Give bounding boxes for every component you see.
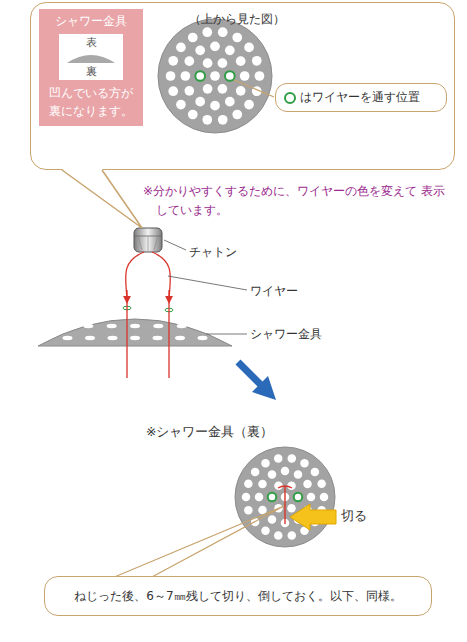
node-text: （上から見た図） <box>189 11 285 28</box>
leader-line <box>168 276 247 290</box>
instruction-box: ねじった後、6～7㎜残して切り、倒しておく。以下、同様。 <box>44 576 432 616</box>
cut-arrow <box>290 504 336 530</box>
leader-line <box>112 506 284 578</box>
green-circle-symbol <box>283 91 297 105</box>
leader-line <box>234 80 274 97</box>
callout-box: （上から見た図）シャワー金具表裏凹んでいる方が 裏になります。はワイヤーを通す位… <box>30 2 455 170</box>
leader-line <box>164 240 186 250</box>
part-label: シャワー金具 <box>250 325 322 343</box>
pink-panel: シャワー金具表裏凹んでいる方が 裏になります。 <box>39 9 143 126</box>
legend-note-box: はワイヤーを通す位置 <box>275 83 447 112</box>
node-text: 裏 <box>86 65 97 78</box>
node-text: 表 <box>86 36 97 49</box>
view-title: ※シャワー金具（裏） <box>146 423 273 442</box>
part-label: チャトン <box>189 243 237 261</box>
shower-plate-side <box>38 306 232 346</box>
shower-plate-top <box>158 19 272 133</box>
wire-twist <box>278 486 292 524</box>
wire <box>126 252 171 378</box>
node-text: ねじった後、6～7㎜残して切り、倒しておく。以下、同様。 <box>53 587 423 605</box>
dome-symbol <box>63 49 119 65</box>
node-text: 凹んでいる方が 裏になります。 <box>45 85 137 120</box>
leader-line <box>206 334 247 335</box>
chaton-stone <box>134 228 162 252</box>
node-text: シャワー金具 <box>55 13 127 30</box>
part-label: ワイヤー <box>250 282 298 300</box>
flow-arrow <box>238 362 276 400</box>
action-label: 切る <box>341 507 367 526</box>
shower-plate-back <box>235 447 335 547</box>
note-text: ※分かりやすくするために、ワイヤーの色を変えて 表示しています。 <box>143 182 448 220</box>
side-view-box: 表裏 <box>59 34 123 80</box>
node-text: はワイヤーを通す位置 <box>300 89 438 106</box>
